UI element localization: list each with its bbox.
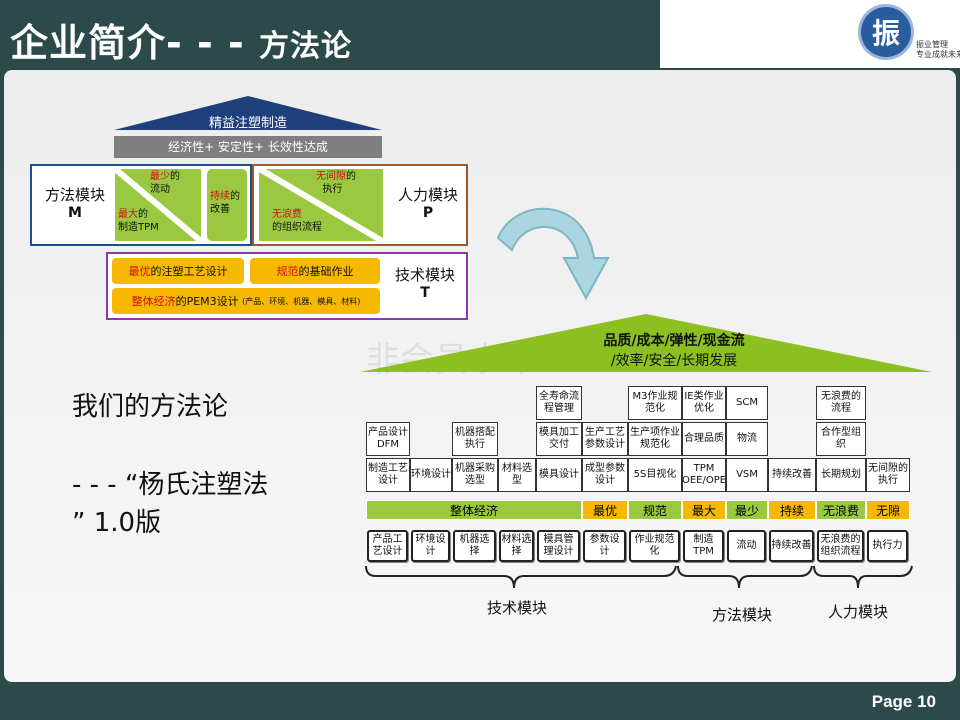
principle-bar-cell: 最优	[582, 500, 628, 520]
element-box: 环境设计	[411, 530, 450, 562]
grid-cell-base: 材料选型	[498, 458, 536, 492]
grid-cell-base: 无间隙的执行	[866, 458, 910, 492]
lean-roof-shape	[114, 96, 382, 130]
no-gap-text: 无间隙的 执行	[316, 171, 356, 195]
no-waste-text: 无浪费的组织流程	[272, 209, 322, 233]
logo-slogan: 振业管理专业成就未来	[916, 40, 960, 59]
diagonal-icon	[114, 168, 202, 242]
element-box: 作业规范化	[629, 530, 680, 562]
continuous-improve-text: 持续的改善	[210, 191, 240, 215]
grid-cell-base: 长期规划	[816, 458, 866, 492]
diagonal-icon	[258, 168, 384, 242]
least-flow-text: 最少的流动	[150, 171, 180, 195]
tech-module-box: 最优的注塑工艺设计 规范的基础作业 整体经济的PEM3设计 (产品、环境、机器、…	[106, 252, 468, 320]
grid-cell-top: SCM	[726, 386, 768, 420]
pem3-block: 整体经济的PEM3设计 (产品、环境、机器、模具、材料)	[112, 288, 380, 314]
grid-cell-top: IE类作业优化	[682, 386, 726, 420]
max-tpm-text: 最大的制造TPM	[118, 209, 159, 233]
group-brackets	[365, 565, 913, 589]
principle-bar-cell: 整体经济	[366, 500, 582, 520]
logo-area: 振 振业管理专业成就未来	[660, 0, 960, 68]
principle-bar-cell: 最大	[682, 500, 726, 520]
curved-arrow-icon	[496, 207, 610, 301]
principle-bar-cell: 最少	[726, 500, 768, 520]
pillar-bar: 经济性+ 安定性+ 长效性达成	[114, 136, 382, 158]
grid-cell-mid: 生产工艺参数设计	[582, 422, 628, 456]
grid-cell-top: M3作业规范化	[628, 386, 682, 420]
goal-roof-shape	[360, 314, 932, 372]
roof-label: 精益注塑制造	[208, 116, 287, 131]
principle-bar-cell: 持续	[768, 500, 816, 520]
element-box: 机器选择	[453, 530, 496, 562]
grid-cell-mid: 机器搭配执行	[452, 422, 498, 456]
grid-cell-mid: 合作型组织	[816, 422, 866, 456]
standard-ops-block: 规范的基础作业	[250, 258, 380, 284]
grid-cell-base: 模具设计	[536, 458, 582, 492]
element-box: 制造TPM	[683, 530, 724, 562]
grid-cell-base: 持续改善	[768, 458, 816, 492]
grid-cell-mid: 模具加工交付	[536, 422, 582, 456]
element-box: 流动	[727, 530, 766, 562]
grid-cell-base: 成型参数设计	[582, 458, 628, 492]
grid-cell-mid: 合理品质	[682, 422, 726, 456]
methodology-heading: 我们的方法论	[72, 392, 229, 422]
element-box: 执行力	[867, 530, 908, 562]
continuous-block	[206, 168, 248, 242]
grid-cell-base: 5S目视化	[628, 458, 682, 492]
group-method: 方法模块	[712, 606, 773, 624]
grid-cell-mid: 产品设计DFM	[366, 422, 410, 456]
grid-cell-base: 环境设计	[410, 458, 452, 492]
element-box: 产品工艺设计	[367, 530, 408, 562]
page-title: 企业简介- - - 方法论	[10, 21, 353, 65]
grid-cell-base: TPM OEE/OPE	[682, 458, 726, 492]
element-box: 持续改善	[769, 530, 814, 562]
principle-bar-cell: 无隙	[866, 500, 910, 520]
element-box: 无浪费的组织流程	[817, 530, 864, 562]
methodology-name-line2: ” 1.0版	[72, 508, 162, 538]
group-tech: 技术模块	[487, 599, 548, 617]
principle-bar-cell: 无浪费	[816, 500, 866, 520]
grid-cell-base: 机器采购选型	[452, 458, 498, 492]
element-box: 材料选择	[499, 530, 534, 562]
grid-cell-mid: 生产项作业规范化	[628, 422, 682, 456]
page-number: Page 10	[871, 692, 936, 711]
goal-line1: 品质/成本/弹性/现金流	[603, 333, 745, 349]
grid-cell-top: 全寿命流程管理	[536, 386, 582, 420]
optimal-process-block: 最优的注塑工艺设计	[112, 258, 244, 284]
element-box: 模具管理设计	[537, 530, 580, 562]
principle-bar-cell: 规范	[628, 500, 682, 520]
group-people: 人力模块	[828, 603, 889, 621]
grid-cell-base: VSM	[726, 458, 768, 492]
element-box: 参数设计	[583, 530, 626, 562]
goal-line2: /效率/安全/长期发展	[610, 353, 738, 369]
header-bar: 企业简介- - - 方法论	[0, 0, 660, 68]
company-logo-icon: 振	[858, 4, 914, 60]
methodology-name-line1: - - - “杨氏注塑法	[72, 470, 269, 500]
grid-cell-base: 制造工艺设计	[366, 458, 410, 492]
grid-cell-mid: 物流	[726, 422, 768, 456]
grid-cell-top: 无浪费的流程	[816, 386, 866, 420]
